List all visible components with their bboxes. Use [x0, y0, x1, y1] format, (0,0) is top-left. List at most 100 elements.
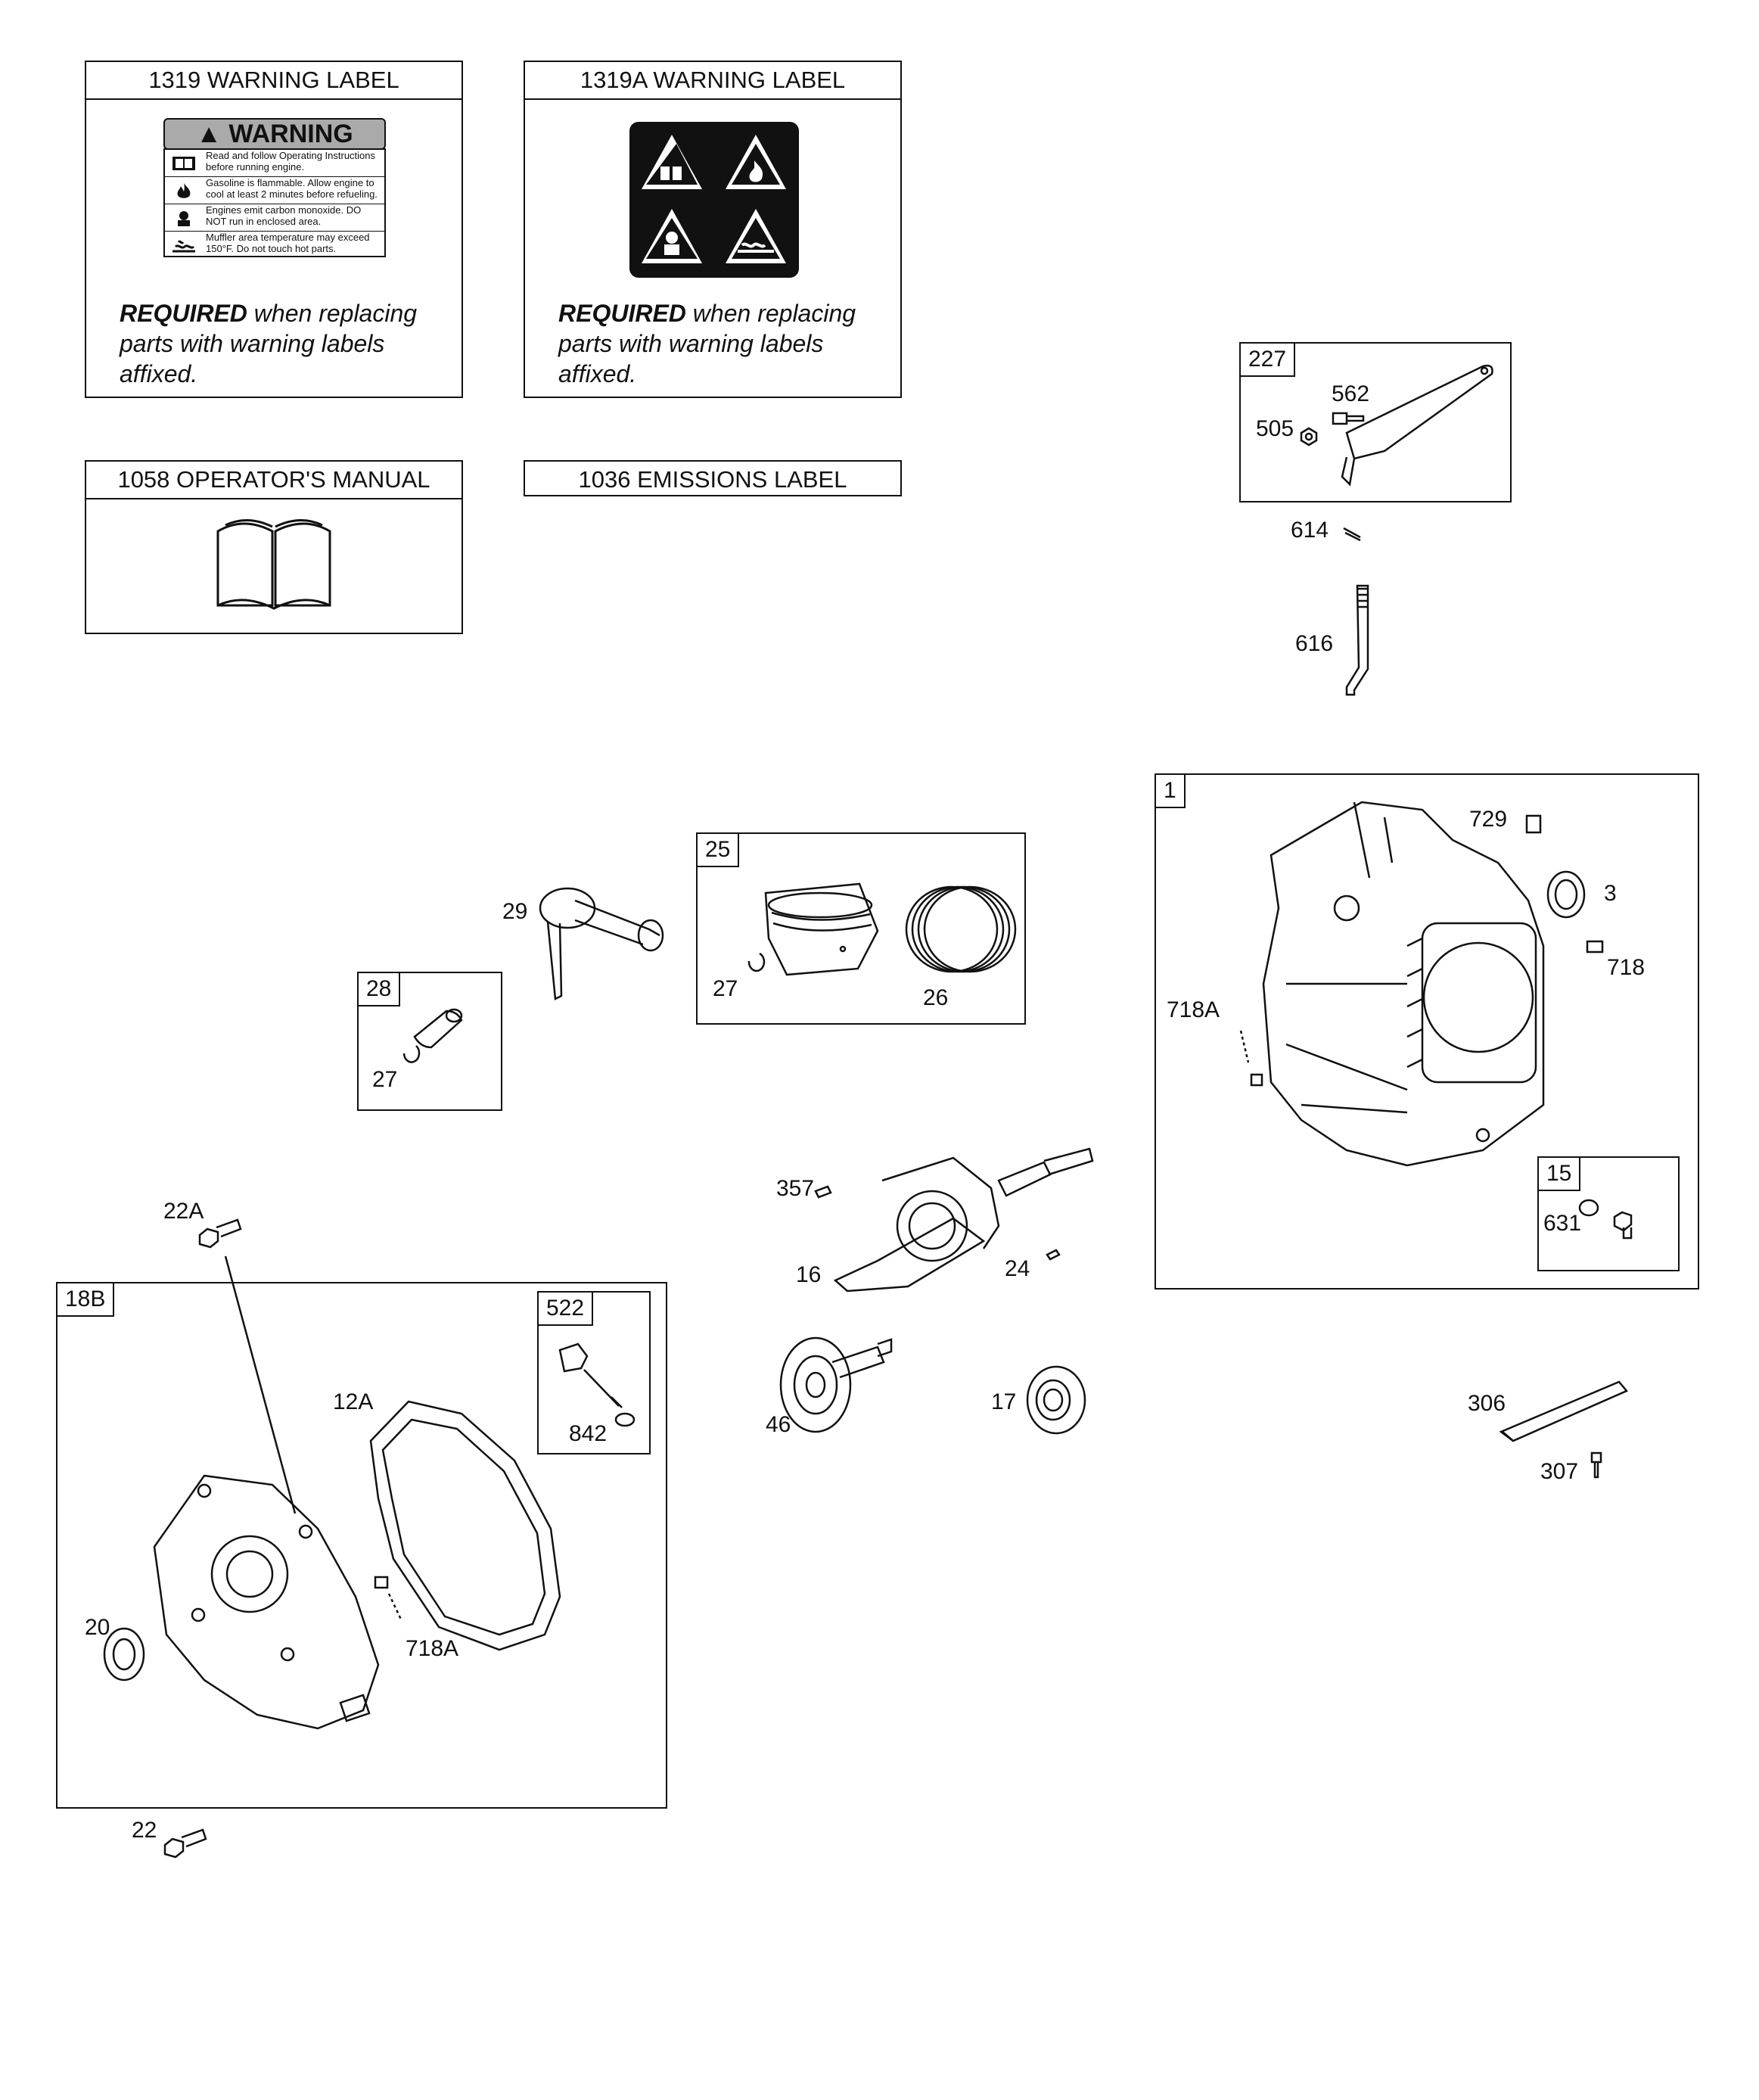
camshaft-part — [779, 1336, 893, 1433]
carbon-monoxide-icon — [642, 209, 702, 263]
warning-triangle-icon: ▲ — [196, 120, 229, 148]
governor-lever-part — [1341, 364, 1493, 487]
bearing-17-part — [1026, 1365, 1086, 1435]
required-bold: REQUIRED — [120, 300, 247, 327]
crankcase-cover-part — [153, 1474, 380, 1730]
callout-26: 26 — [923, 985, 949, 1010]
kit-box-28: 28 — [357, 972, 502, 1111]
read-manual-icon — [642, 135, 702, 189]
callout-718: 718 — [1607, 955, 1646, 980]
o-ring-842-part — [614, 1412, 636, 1427]
kit-tag-25: 25 — [698, 834, 740, 867]
piston-pin-part — [413, 1008, 463, 1049]
callout-17: 17 — [991, 1389, 1017, 1414]
warning-label-1319A-title: 1319A WARNING LABEL — [525, 62, 900, 100]
washer-631-part — [1578, 1199, 1599, 1217]
oil-seal-20-part — [103, 1627, 145, 1682]
hot-surface-icon — [172, 240, 195, 253]
gasket-12A-part — [369, 1400, 561, 1651]
warning-row-fumes: Engines emit carbon monoxide. DO NOT run… — [165, 204, 384, 232]
callout-27-piston: 27 — [713, 976, 738, 1001]
callout-718A-block: 718A — [1167, 997, 1220, 1022]
plate-306-part — [1499, 1380, 1629, 1442]
required-bold: REQUIRED — [558, 300, 686, 327]
retaining-ring-27-pin-part — [402, 1045, 421, 1063]
pin-614-part — [1343, 527, 1361, 542]
open-book-icon — [216, 518, 331, 610]
bolt-22-part — [163, 1828, 207, 1859]
warning-row-text: Engines emit carbon monoxide. DO NOT run… — [206, 204, 362, 227]
callout-46: 46 — [766, 1412, 791, 1437]
bolt-22A-part — [198, 1218, 297, 1514]
warning-row-manual: Read and follow Operating Instructions b… — [165, 150, 384, 177]
callout-22: 22 — [132, 1818, 157, 1843]
kit-tag-227: 227 — [1241, 344, 1296, 377]
callout-616: 616 — [1295, 631, 1334, 656]
engine-block-part — [1262, 801, 1545, 1167]
callout-842: 842 — [569, 1421, 608, 1446]
oil-seal-3-part — [1546, 870, 1586, 919]
warning-row-text: Muffler area temperature may exceed 150°… — [206, 232, 370, 254]
key-357-part — [814, 1185, 832, 1199]
required-text: when replacing parts with warning labels… — [120, 300, 418, 387]
callout-562: 562 — [1332, 381, 1370, 406]
fumes-icon — [178, 211, 190, 226]
callout-631: 631 — [1543, 1211, 1582, 1236]
callout-729: 729 — [1469, 807, 1508, 832]
operators-manual-title: 1058 OPERATOR'S MANUAL — [86, 462, 462, 499]
operators-manual-box: 1058 OPERATOR'S MANUAL — [85, 460, 463, 634]
warning-row-text: Read and follow Operating Instructions b… — [206, 150, 376, 173]
warning-row-text: Gasoline is flammable. Allow engine to c… — [206, 177, 378, 200]
callout-307: 307 — [1540, 1459, 1579, 1484]
callout-12A: 12A — [333, 1389, 374, 1414]
bolt-562-part — [1332, 412, 1365, 425]
screw-307-part — [1590, 1451, 1602, 1479]
required-text: when replacing parts with warning labels… — [558, 300, 856, 387]
flammable-icon — [726, 135, 786, 189]
flame-icon — [177, 183, 191, 198]
callout-306: 306 — [1468, 1391, 1506, 1416]
callout-22A: 22A — [163, 1199, 204, 1224]
governor-rod-616-part — [1345, 584, 1369, 696]
callout-27-pin: 27 — [372, 1067, 398, 1092]
retaining-ring-27-piston-part — [747, 952, 766, 972]
dowel-718-part — [1586, 940, 1604, 954]
kit-tag-15: 15 — [1539, 1158, 1581, 1191]
kit-box-227: 227 — [1239, 342, 1512, 502]
warning-label-1319-required-note: REQUIRED when replacing parts with warni… — [120, 298, 437, 389]
piston-part — [764, 882, 879, 976]
warning-label-1319A-box: 1319A WARNING LABEL REQUIRED when replac… — [524, 61, 902, 398]
callout-614: 614 — [1291, 518, 1329, 543]
warning-label-1319-box: 1319 WARNING LABEL ▲ WARNING Read and fo… — [85, 61, 463, 398]
hot-surface-icon — [726, 209, 786, 263]
callout-505: 505 — [1256, 416, 1294, 441]
callout-29: 29 — [502, 899, 528, 924]
callout-24: 24 — [1005, 1256, 1030, 1281]
warning-sign-header-text: WARNING — [228, 120, 353, 148]
warning-sign-body: Read and follow Operating Instructions b… — [163, 148, 386, 257]
nut-505-part — [1300, 427, 1318, 446]
emissions-label-box: 1036 EMISSIONS LABEL — [524, 460, 902, 496]
warning-label-1319-title: 1319 WARNING LABEL — [86, 62, 462, 100]
kit-tag-1: 1 — [1156, 775, 1186, 808]
dipstick-522-part — [558, 1342, 623, 1408]
callout-718A-cover: 718A — [406, 1636, 459, 1661]
kit-box-522: 522 — [537, 1291, 651, 1454]
callout-357: 357 — [776, 1176, 815, 1201]
drain-plug-15-part — [1613, 1211, 1633, 1240]
dowel-718A-block-part — [1239, 1030, 1263, 1087]
warning-pictogram-grid — [629, 122, 799, 278]
key-24-part — [1046, 1249, 1061, 1261]
warning-row-fire: Gasoline is flammable. Allow engine to c… — [165, 177, 384, 204]
callout-3: 3 — [1604, 881, 1617, 906]
warning-sign-header: ▲ WARNING — [163, 118, 386, 150]
callout-20: 20 — [85, 1615, 110, 1640]
kit-tag-522: 522 — [539, 1293, 594, 1326]
emissions-label-title: 1036 EMISSIONS LABEL — [578, 466, 847, 493]
kit-box-15: 15 — [1537, 1156, 1680, 1271]
plug-729-part — [1525, 814, 1542, 834]
dowel-718A-cover-part — [374, 1576, 402, 1620]
kit-tag-18B: 18B — [57, 1283, 115, 1317]
kit-box-25: 25 — [696, 832, 1026, 1025]
